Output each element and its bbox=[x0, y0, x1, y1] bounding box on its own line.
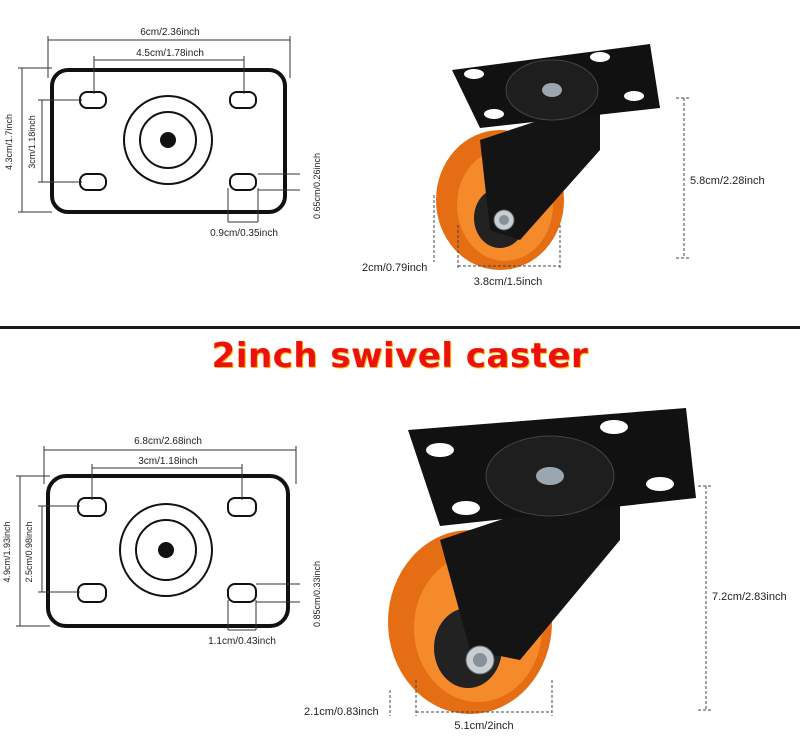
small-plate-dimension-lines bbox=[18, 36, 300, 223]
large-wheel-diameter-label: 5.1cm/2inch bbox=[454, 720, 513, 732]
small-caster-panel: 6cm/2.36inch 4.5cm/1.78inch 4.3cm/1.7inc… bbox=[4, 27, 765, 288]
panel-divider bbox=[0, 326, 800, 329]
large-hole-width-label: 1.1cm/0.43inch bbox=[208, 636, 276, 647]
small-plate-diagram bbox=[50, 68, 287, 214]
small-hole-spacing-height-label: 3cm/1.18inch bbox=[27, 115, 37, 169]
small-hole-width-label: 0.9cm/0.35inch bbox=[210, 228, 278, 239]
large-caster-illustration bbox=[388, 408, 696, 714]
large-plate-dimension-lines bbox=[16, 446, 300, 631]
large-plate-width-label: 6.8cm/2.68inch bbox=[134, 436, 202, 447]
small-hole-height-label: 0.65cm/0.26inch bbox=[312, 153, 322, 219]
large-wheel-width-label: 2.1cm/0.83inch bbox=[304, 706, 379, 718]
product-title: 2inch swivel caster bbox=[211, 336, 589, 376]
small-plate-height-label: 4.3cm/1.7inch bbox=[4, 114, 14, 170]
large-plate-diagram bbox=[46, 474, 290, 628]
large-hole-spacing-width-label: 3cm/1.18inch bbox=[138, 456, 197, 467]
large-hole-height-label: 0.85cm/0.33inch bbox=[312, 561, 322, 627]
small-caster-illustration bbox=[436, 44, 660, 270]
large-total-height-label: 7.2cm/2.83inch bbox=[712, 591, 787, 603]
small-hole-spacing-width-label: 4.5cm/1.78inch bbox=[136, 48, 204, 59]
small-wheel-width-label: 2cm/0.79inch bbox=[362, 262, 427, 274]
small-wheel-diameter-label: 3.8cm/1.5inch bbox=[474, 276, 542, 288]
large-caster-dimension-lines bbox=[389, 485, 712, 716]
small-plate-width-label: 6cm/2.36inch bbox=[140, 27, 199, 38]
small-total-height-label: 5.8cm/2.28inch bbox=[690, 175, 765, 187]
large-plate-height-label: 4.9cm/1.93inch bbox=[2, 521, 12, 582]
small-caster-dimension-lines bbox=[433, 97, 690, 270]
large-hole-spacing-height-label: 2.5cm/0.98inch bbox=[24, 521, 34, 582]
large-caster-panel: 6.8cm/2.68inch 3cm/1.18inch 4.9cm/1.93in… bbox=[2, 408, 787, 732]
